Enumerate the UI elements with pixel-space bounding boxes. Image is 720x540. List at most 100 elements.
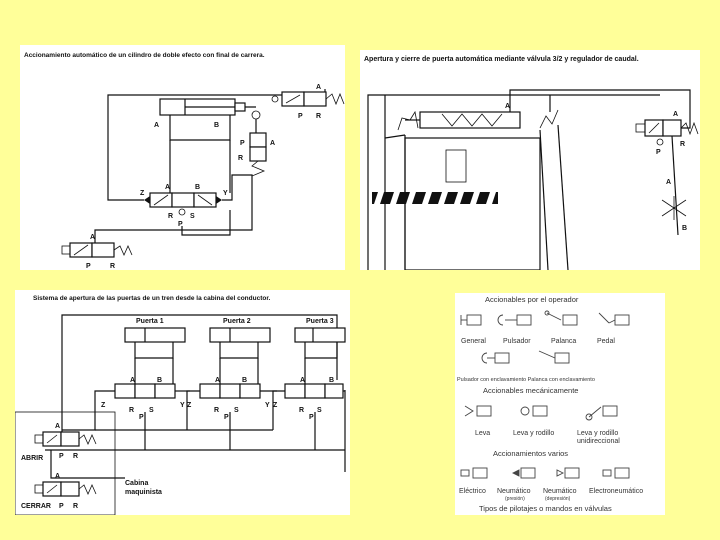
svg-text:P: P <box>139 414 144 421</box>
svg-text:Neumático: Neumático <box>543 488 577 495</box>
svg-text:P: P <box>224 414 229 421</box>
panel-door-title: Apertura y cierre de puerta automática m… <box>364 56 639 63</box>
svg-text:(depresión): (depresión) <box>545 496 571 502</box>
door-circuit-svg: A A P R A B <box>367 89 699 270</box>
svg-text:R: R <box>238 155 243 162</box>
svg-text:A: A <box>316 84 321 91</box>
train-circuit-svg: Puerta 1 A B Z Y R S P Puerta 2 A B Z Y … <box>15 314 346 515</box>
svg-text:B: B <box>157 377 162 384</box>
svg-text:A: A <box>90 234 95 241</box>
svg-text:P: P <box>59 503 64 510</box>
legend-operator-heading: Accionables por el operador <box>485 295 579 304</box>
svg-text:S: S <box>317 407 322 414</box>
close-label: CERRAR <box>21 503 51 510</box>
svg-text:S: S <box>234 407 239 414</box>
legend-lock-icons <box>481 350 570 364</box>
main-valve-center <box>171 192 195 208</box>
svg-text:P: P <box>298 113 303 120</box>
svg-text:(presión): (presión) <box>505 496 525 502</box>
svg-text:R: R <box>168 213 173 220</box>
panel-train-diagram: Sistema de apertura de las puertas de un… <box>15 290 350 515</box>
top-limit-valve-right <box>303 91 327 107</box>
svg-text:B: B <box>195 184 200 191</box>
svg-text:Y: Y <box>180 402 185 409</box>
svg-text:A: A <box>505 103 510 110</box>
svg-text:Z: Z <box>101 402 106 409</box>
svg-text:R: R <box>129 407 134 414</box>
open-valve-right <box>60 431 80 447</box>
legend-operator-icons <box>460 310 630 326</box>
svg-text:B: B <box>214 122 219 129</box>
svg-text:R: R <box>680 141 685 148</box>
svg-text:A: A <box>55 473 60 480</box>
svg-text:Neumático: Neumático <box>497 488 531 495</box>
svg-text:A: A <box>130 377 135 384</box>
svg-text:Leva y rodillo: Leva y rodillo <box>513 430 554 437</box>
svg-text:Eléctrico: Eléctrico <box>459 488 486 495</box>
svg-text:P: P <box>309 414 314 421</box>
svg-text:A: A <box>165 184 170 191</box>
svg-text:B: B <box>242 377 247 384</box>
svg-text:Y: Y <box>223 190 228 197</box>
cabin-label: Cabina <box>125 480 148 487</box>
svg-text:R: R <box>214 407 219 414</box>
svg-text:R: R <box>299 407 304 414</box>
open-label: ABRIR <box>21 455 43 462</box>
door-1-label: Puerta 1 <box>136 318 164 325</box>
door-2-label: Puerta 2 <box>223 318 251 325</box>
door-1-cylinder <box>124 327 186 343</box>
door-valve-right <box>662 119 682 137</box>
hazard-stripe <box>372 192 498 204</box>
svg-text:R: R <box>73 503 78 510</box>
svg-text:A: A <box>666 179 671 186</box>
svg-text:A: A <box>154 122 159 129</box>
door-2-cylinder <box>209 327 271 343</box>
door-cylinder <box>419 111 521 129</box>
svg-text:B: B <box>682 225 687 232</box>
manual-start-valve-right <box>91 242 115 258</box>
panel-cylinder-title: Accionamiento automático de un cilindro … <box>24 52 265 59</box>
panel-train-title: Sistema de apertura de las puertas de un… <box>33 295 271 302</box>
svg-text:Pulsador con enclavamiento Pal: Pulsador con enclavamiento Palanca con e… <box>457 377 595 383</box>
legend-svg: Accionables por el operador General Puls… <box>457 295 643 513</box>
svg-text:R: R <box>316 113 321 120</box>
driver-cabin-box <box>15 411 116 515</box>
svg-text:General: General <box>461 338 486 345</box>
svg-text:A: A <box>300 377 305 384</box>
driver-label: maquinista <box>125 489 162 496</box>
svg-text:Pulsador: Pulsador <box>503 338 531 345</box>
svg-text:Leva y rodillo: Leva y rodillo <box>577 430 618 437</box>
cylinder-circuit-svg: A B A B Z Y R S P A P R P <box>61 84 345 270</box>
legend-various-icons <box>460 467 630 479</box>
svg-text:Palanca: Palanca <box>551 338 576 345</box>
close-valve-right <box>60 481 80 497</box>
legend-mechanical-heading: Accionables mecánicamente <box>483 386 578 395</box>
svg-text:Pedal: Pedal <box>597 338 615 345</box>
svg-text:B: B <box>329 377 334 384</box>
door-3-label: Puerta 3 <box>306 318 334 325</box>
svg-text:A: A <box>270 140 275 147</box>
svg-text:Z: Z <box>273 402 278 409</box>
panel-legend: Accionables por el operador General Puls… <box>455 293 665 515</box>
legend-mechanical-icons <box>464 405 618 421</box>
svg-text:S: S <box>190 213 195 220</box>
door-3-cylinder <box>294 327 346 343</box>
svg-text:R: R <box>110 263 115 270</box>
svg-text:A: A <box>215 377 220 384</box>
svg-text:P: P <box>656 149 661 156</box>
svg-text:Electroneumático: Electroneumático <box>589 488 643 495</box>
legend-footer: Tipos de pilotajes o mandos en válvulas <box>479 504 612 513</box>
svg-text:R: R <box>73 453 78 460</box>
svg-text:A: A <box>673 111 678 118</box>
legend-various-heading: Accionamientos varios <box>493 449 568 458</box>
svg-text:P: P <box>86 263 91 270</box>
svg-text:Y: Y <box>265 402 270 409</box>
svg-text:A: A <box>55 423 60 430</box>
svg-text:Z: Z <box>187 402 192 409</box>
svg-text:unidireccional: unidireccional <box>577 438 620 445</box>
svg-text:P: P <box>59 453 64 460</box>
svg-text:Leva: Leva <box>475 430 490 437</box>
svg-text:P: P <box>240 140 245 147</box>
panel-door-diagram: Apertura y cierre de puerta automática m… <box>360 50 700 270</box>
svg-text:S: S <box>149 407 154 414</box>
